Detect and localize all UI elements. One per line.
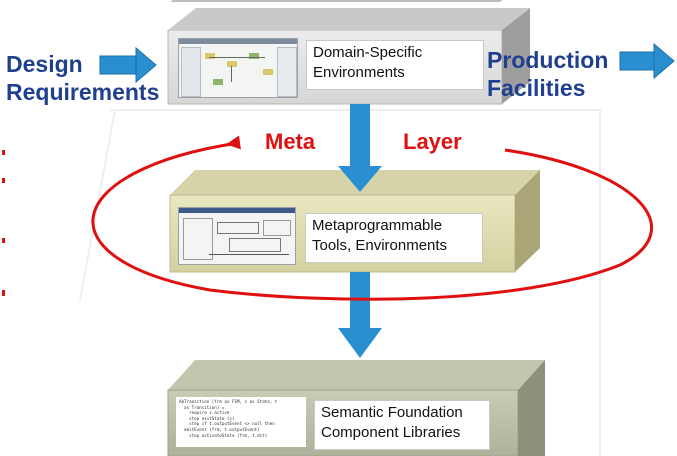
layer-label-line1: Semantic Foundation xyxy=(321,404,463,421)
bottom-layer-side xyxy=(518,360,545,456)
down-arrow-1 xyxy=(338,104,382,192)
left-edge-marks xyxy=(2,150,5,296)
code-screenshot: AbTransition (frm as FSM, s as State, t … xyxy=(176,397,306,447)
layer-label-metaprogrammable: Metaprogrammable Tools, Environments xyxy=(305,213,483,263)
production-facilities-label: Production Facilities xyxy=(487,46,608,102)
output-line2: Facilities xyxy=(487,75,586,101)
output-arrow xyxy=(619,42,675,80)
layer-word: Layer xyxy=(403,129,462,154)
output-line1: Production xyxy=(487,47,609,73)
domain-env-screenshot xyxy=(178,38,298,98)
code-line: require s.active xyxy=(179,410,230,416)
input-arrow xyxy=(99,46,157,84)
top-layer-top xyxy=(168,8,530,30)
layer-label-line2: Component Libraries xyxy=(321,424,461,441)
layer-label-semantic-foundation: Semantic Foundation Component Libraries xyxy=(314,400,490,450)
bottom-layer-top xyxy=(168,360,545,390)
code-line: AbTransition (frm as FSM, s as State, t xyxy=(179,399,278,404)
layer-label-line2: Environments xyxy=(313,64,405,81)
meta-word: Meta xyxy=(265,129,316,154)
top-layer-side xyxy=(502,8,530,104)
code-line: step activateState (frm, t.dst) xyxy=(179,432,268,438)
input-line2: Requirements xyxy=(6,79,160,105)
meta-arrowhead xyxy=(226,135,241,150)
code-line: as Transition) = xyxy=(179,404,225,410)
metaprogrammable-screenshot xyxy=(178,207,296,265)
design-requirements-label: Design Requirements xyxy=(6,50,159,106)
layer-label-line2: Tools, Environments xyxy=(312,237,448,254)
code-line: step exitState (s) xyxy=(179,415,235,421)
down-arrow-2 xyxy=(338,272,382,358)
mid-layer-side xyxy=(515,170,540,272)
layer-label-line1: Metaprogrammable xyxy=(312,217,443,234)
input-line1: Design xyxy=(6,51,83,77)
code-line: step if t.outputEvent <> null then xyxy=(179,421,275,427)
meta-ellipse-left-arc xyxy=(91,141,653,301)
layer-label-domain-specific: Domain-Specific Environments xyxy=(306,40,484,90)
layer-label-line1: Domain-Specific xyxy=(313,44,423,61)
code-line: emitEvent (frm, t.outputEvent) xyxy=(179,426,260,432)
